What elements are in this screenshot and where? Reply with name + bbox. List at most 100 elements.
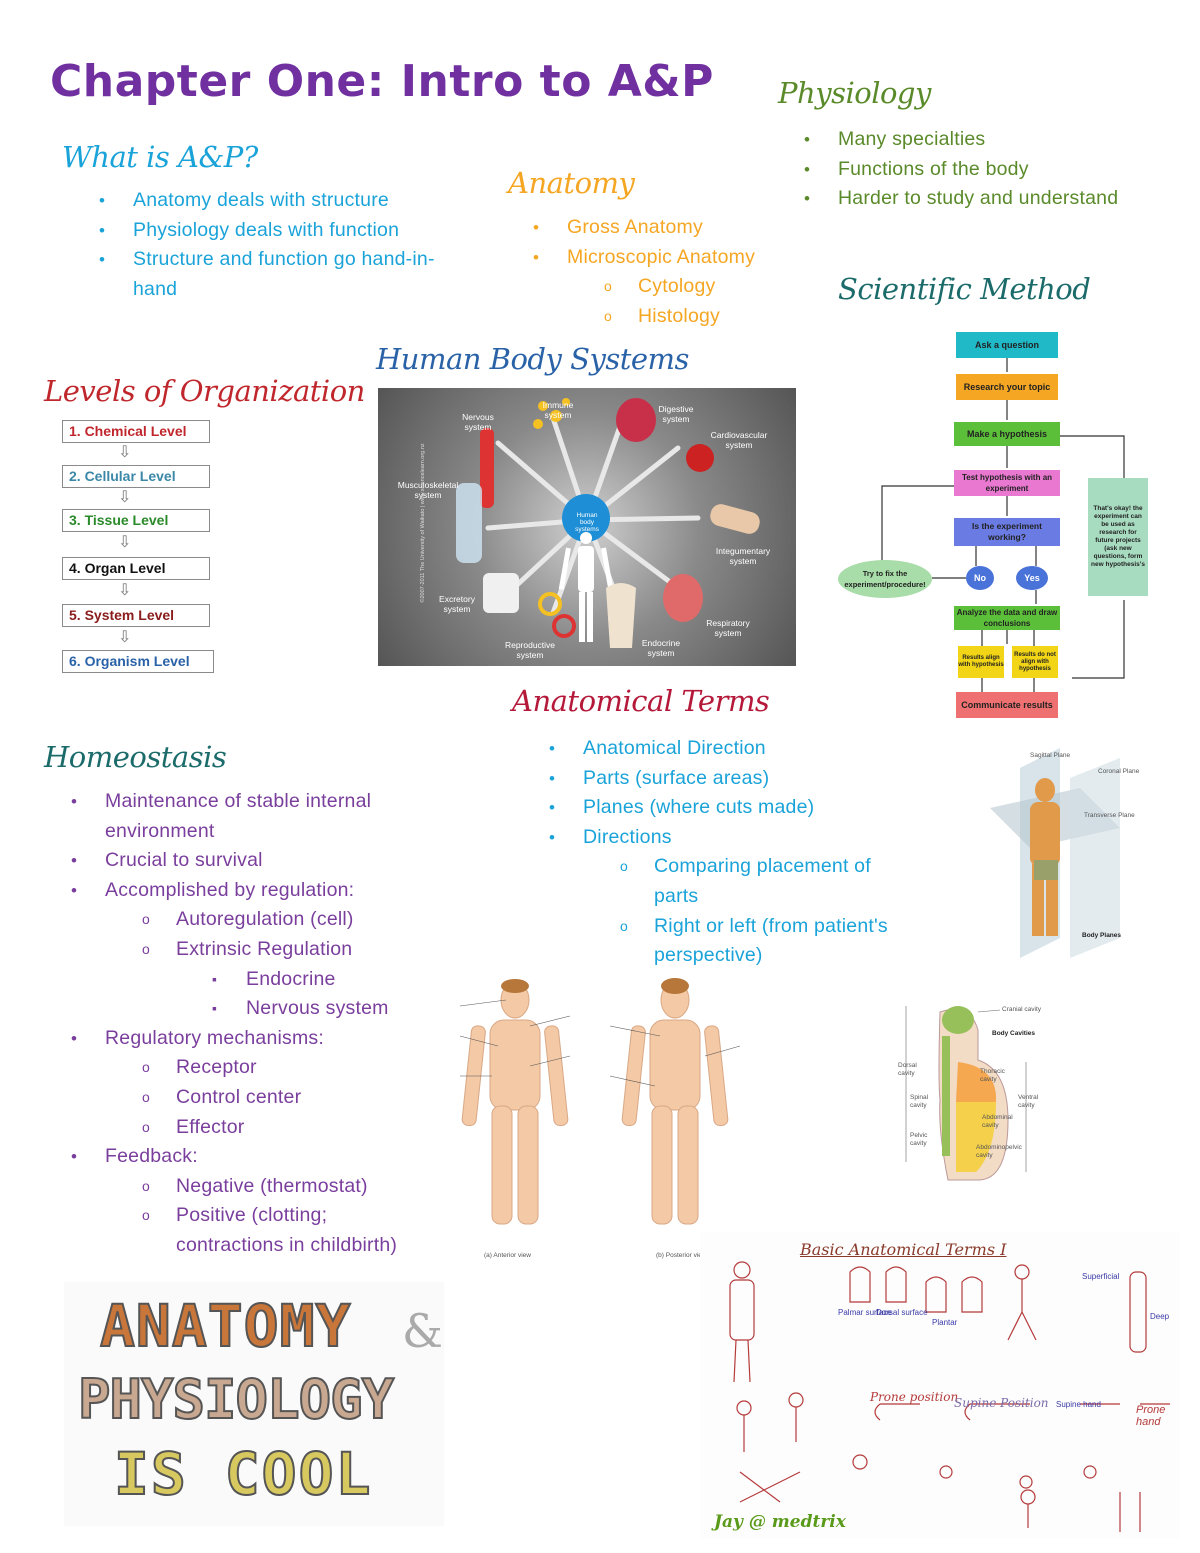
- flow-step-yes: Yes: [1016, 566, 1048, 590]
- system-label: Digestive system: [658, 404, 694, 424]
- anatomy-physiology-poster: ANATOMY & PHYSIOLOGY IS COOL: [64, 1282, 444, 1526]
- poster-line-2: PHYSIOLOGY: [77, 1367, 395, 1432]
- flow-step: Make a hypothesis: [954, 422, 1060, 446]
- physiology-heading: Physiology: [778, 76, 931, 110]
- anatomical-terms-list: •Anatomical Direction •Parts (surface ar…: [549, 734, 913, 971]
- cavity-label: Abdominal cavity: [982, 1114, 1013, 1129]
- sketch-note: Supine Position: [954, 1396, 1049, 1410]
- sketch-note: Deep: [1150, 1312, 1170, 1321]
- system-label: Excretory system: [439, 594, 475, 614]
- plane-label: Transverse Plane: [1084, 812, 1135, 819]
- level-item-cellular: 2. Cellular Level: [62, 465, 210, 488]
- down-arrow-icon: ⇩: [118, 582, 132, 599]
- flow-step-no: No: [966, 566, 994, 590]
- body-regions-image: (a) Anterior view (b) Posterior view: [420, 966, 760, 1264]
- system-label: Respiratory system: [706, 618, 750, 638]
- cavity-label: Pelvic cavity: [910, 1132, 928, 1147]
- cavity-label: Spinal cavity: [910, 1094, 929, 1109]
- flow-step: Is the experiment working?: [954, 518, 1060, 546]
- down-arrow-icon: ⇩: [118, 629, 132, 646]
- body-cavities-image: Cranial cavity Body Cavities Dorsal cavi…: [898, 1002, 1050, 1184]
- flow-step: Research your topic: [956, 374, 1058, 400]
- level-item-organism: 6. Organism Level: [62, 650, 214, 673]
- region-caption: (a) Anterior view: [484, 1252, 531, 1259]
- body-systems-center-label: Human body systems: [575, 512, 599, 533]
- region-caption: (b) Posterior view: [656, 1252, 707, 1259]
- list-item: •Many specialties: [804, 128, 986, 150]
- cavity-label: Cranial cavity: [1002, 1006, 1042, 1013]
- body-planes-title: Body Planes: [1082, 932, 1122, 939]
- list-item: •Harder to study and understand: [804, 187, 1119, 210]
- flow-step: That's okay! the experiment can be used …: [1088, 478, 1148, 596]
- system-label: Integumentary system: [715, 546, 771, 566]
- flow-step: Results align with hypothesis: [958, 646, 1004, 678]
- homeostasis-heading: Homeostasis: [44, 740, 227, 774]
- cavity-label: Abdominopelvic cavity: [976, 1144, 1022, 1159]
- flow-step: Ask a question: [956, 332, 1058, 358]
- plane-label: Sagittal Plane: [1030, 752, 1071, 759]
- list-item: •Accomplished by regulation:: [71, 878, 355, 901]
- image-credit: ©2007-2011 The University of Waikato | w…: [420, 443, 426, 603]
- list-item: •Parts (surface areas): [549, 766, 770, 789]
- level-item-chemical: 1. Chemical Level: [62, 420, 210, 443]
- system-label: Immune system: [542, 400, 574, 420]
- sketch-note: Plantar: [932, 1318, 958, 1327]
- body-cavities-title: Body Cavities: [992, 1030, 1035, 1037]
- cavity-label: Ventral cavity: [1018, 1094, 1039, 1109]
- list-item: •Directions: [549, 825, 672, 848]
- body-systems-rays: [456, 398, 760, 648]
- list-item: ▪Nervous system: [212, 997, 389, 1020]
- sketch-note: Dorsal surface: [876, 1308, 928, 1317]
- down-arrow-icon: ⇩: [118, 534, 132, 551]
- cavity-label: Thoracic cavity: [980, 1068, 1005, 1083]
- scientific-method-heading: Scientific Method: [838, 272, 1091, 306]
- page-title: Chapter One: Intro to A&P: [50, 56, 714, 107]
- scientific-method-flowchart: Ask a question Research your topic Make …: [836, 328, 1156, 720]
- list-item: •Planes (where cuts made): [549, 796, 815, 819]
- basic-terms-sketch: Basic Anatomical Terms I Prone position …: [700, 1232, 1180, 1538]
- list-item: •Maintenance of stable internal environm…: [71, 790, 372, 842]
- system-label: Cardiovascular system: [710, 430, 768, 450]
- list-item: •Anatomical Direction: [549, 737, 766, 759]
- homeostasis-list: •Maintenance of stable internal environm…: [71, 787, 435, 1261]
- physiology-list: •Many specialties •Functions of the body…: [804, 125, 1168, 214]
- list-item: •Microscopic Anatomy: [533, 245, 756, 268]
- plane-label: Coronal Plane: [1098, 768, 1140, 775]
- list-item: •Gross Anatomy: [533, 216, 703, 238]
- body-systems-heading: Human Body Systems: [376, 342, 689, 376]
- body-systems-image: Human body systems Nervous system Immune…: [378, 388, 796, 666]
- cavity-label: Dorsal cavity: [898, 1062, 917, 1077]
- list-item: •Crucial to survival: [71, 849, 263, 872]
- what-is-heading: What is A&P?: [62, 140, 258, 174]
- sketch-note: Palmar surface: [838, 1308, 892, 1317]
- list-item: •Feedback:: [71, 1145, 198, 1168]
- down-arrow-icon: ⇩: [118, 489, 132, 506]
- system-label: Nervous system: [462, 412, 494, 432]
- list-item: ▪Endocrine: [212, 967, 336, 990]
- sketch-note: Supine hand: [1056, 1400, 1101, 1409]
- level-item-system: 5. System Level: [62, 604, 210, 627]
- flow-step: Analyze the data and draw conclusions: [954, 606, 1060, 630]
- flowchart-arrows: [881, 358, 1125, 692]
- sketch-title: Basic Anatomical Terms I: [800, 1240, 1007, 1259]
- flow-step: Results do not align with hypothesis: [1012, 646, 1058, 678]
- list-item: •Anatomy deals with structure: [99, 189, 389, 211]
- flow-step: Test hypothesis with an experiment: [954, 470, 1060, 496]
- anatomical-terms-heading: Anatomical Terms: [512, 684, 770, 718]
- sketch-note: Prone position: [870, 1390, 959, 1404]
- anatomy-heading: Anatomy: [508, 166, 635, 200]
- system-label: Endocrine system: [641, 638, 681, 658]
- system-label: Reproductive system: [504, 640, 556, 660]
- poster-ampersand: &: [402, 1304, 443, 1358]
- system-label: Musculoskeletal system: [397, 480, 459, 500]
